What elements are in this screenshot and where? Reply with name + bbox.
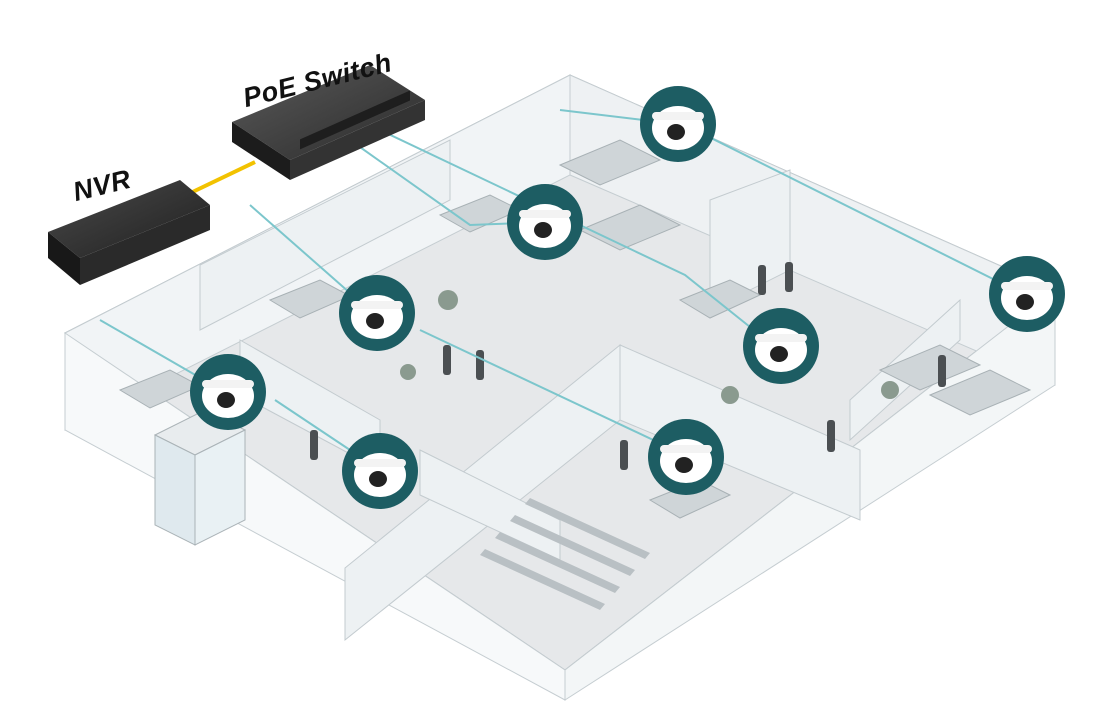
dome-camera-icon	[339, 275, 415, 351]
dome-camera-icon	[989, 256, 1065, 332]
office-desks	[118, 139, 1032, 519]
dome-camera-icon	[743, 308, 819, 384]
dome-camera-icon	[640, 86, 716, 162]
dome-camera-icon	[648, 419, 724, 495]
nvr-device	[48, 180, 210, 285]
dome-camera-icon	[190, 354, 266, 430]
interior-partitions	[199, 139, 961, 642]
dome-camera-icon	[342, 433, 418, 509]
conference-seating	[480, 498, 650, 610]
elevator-block	[153, 409, 247, 546]
dome-camera-icon	[507, 184, 583, 260]
plants	[400, 290, 899, 404]
poe-switch-device	[232, 65, 425, 180]
